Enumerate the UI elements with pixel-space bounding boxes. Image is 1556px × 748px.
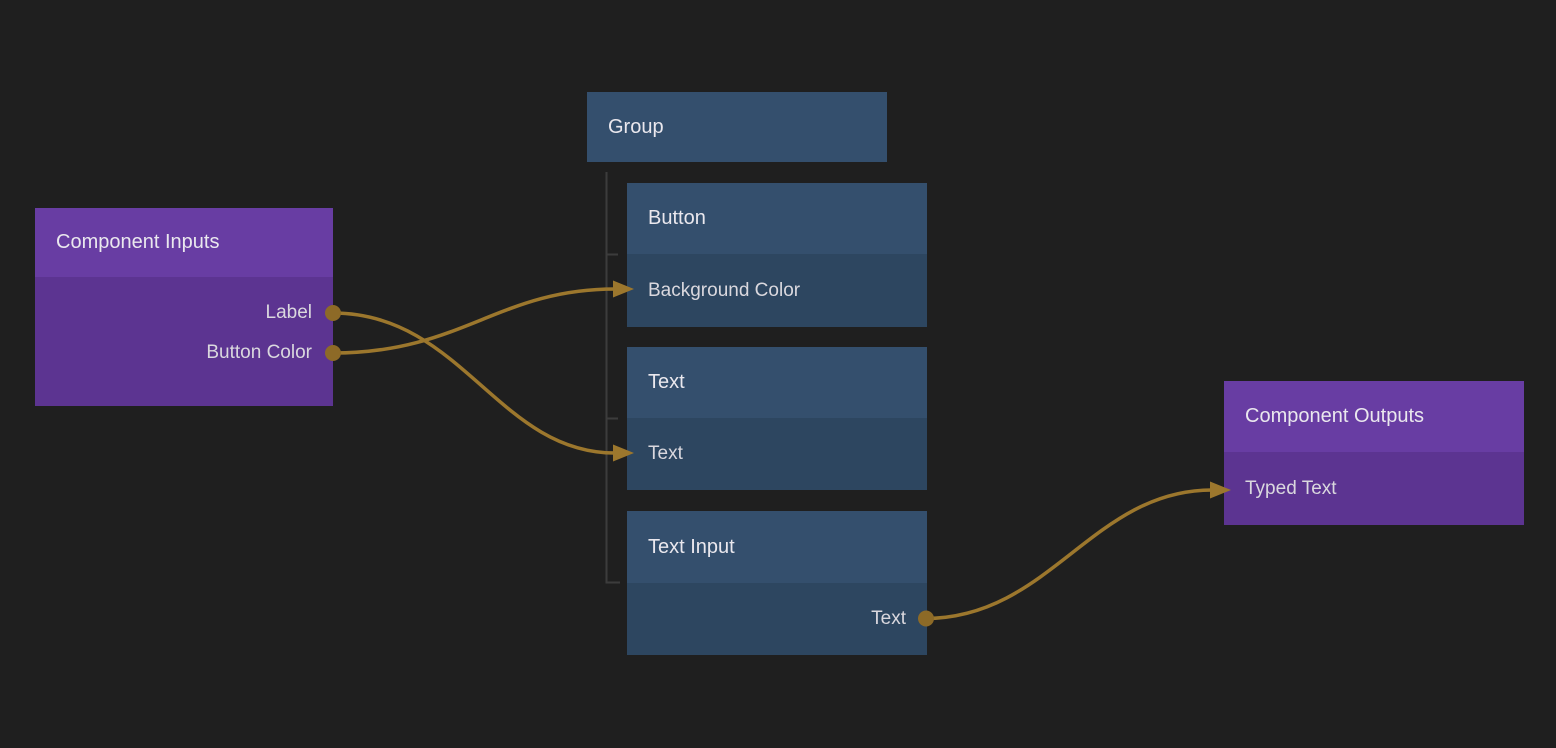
- port-label: Text: [648, 443, 683, 464]
- node-text-input-header[interactable]: Text Input: [627, 511, 927, 583]
- hierarchy-line: [605, 172, 620, 584]
- node-text[interactable]: Text Text: [627, 347, 927, 490]
- node-component-outputs[interactable]: Component Outputs Typed Text: [1224, 381, 1524, 525]
- node-component-outputs-header[interactable]: Component Outputs: [1224, 381, 1524, 452]
- node-title: Group: [608, 115, 664, 138]
- node-text-body: Text: [627, 418, 927, 490]
- port-row-typed-text[interactable]: Typed Text: [1224, 469, 1524, 509]
- wire-text-to-typed-text[interactable]: [924, 488, 1213, 621]
- node-component-inputs[interactable]: Component Inputs Label Button Color: [35, 208, 333, 406]
- wire-label-to-text[interactable]: [332, 311, 616, 455]
- node-group-header[interactable]: Group: [587, 92, 887, 162]
- node-title: Button: [648, 207, 706, 229]
- wire-button-color-to-background-color[interactable]: [332, 287, 616, 355]
- port-label: Button Color: [206, 342, 312, 363]
- port-label: Label: [265, 302, 313, 323]
- node-title: Component Outputs: [1245, 405, 1424, 427]
- port-row-label[interactable]: Label: [35, 293, 333, 333]
- node-button-header[interactable]: Button: [627, 183, 927, 254]
- node-text-input-body: Text: [627, 583, 927, 655]
- node-component-inputs-header[interactable]: Component Inputs: [35, 208, 333, 277]
- node-text-input[interactable]: Text Input Text: [627, 511, 927, 655]
- node-title: Text: [648, 371, 685, 393]
- node-button[interactable]: Button Background Color: [627, 183, 927, 327]
- port-row-button-color[interactable]: Button Color: [35, 333, 333, 373]
- node-component-inputs-body: Label Button Color: [35, 277, 333, 406]
- node-title: Component Inputs: [56, 231, 220, 253]
- node-text-header[interactable]: Text: [627, 347, 927, 418]
- node-button-body: Background Color: [627, 254, 927, 327]
- node-title: Text Input: [648, 535, 735, 558]
- node-component-outputs-body: Typed Text: [1224, 452, 1524, 525]
- node-group[interactable]: Group: [587, 92, 887, 162]
- port-row-text-output[interactable]: Text: [627, 599, 927, 639]
- port-label: Background Color: [648, 279, 801, 301]
- port-label: Typed Text: [1245, 477, 1337, 499]
- port-row-background-color[interactable]: Background Color: [627, 271, 927, 311]
- port-label: Text: [871, 608, 906, 629]
- port-row-text[interactable]: Text: [627, 434, 927, 474]
